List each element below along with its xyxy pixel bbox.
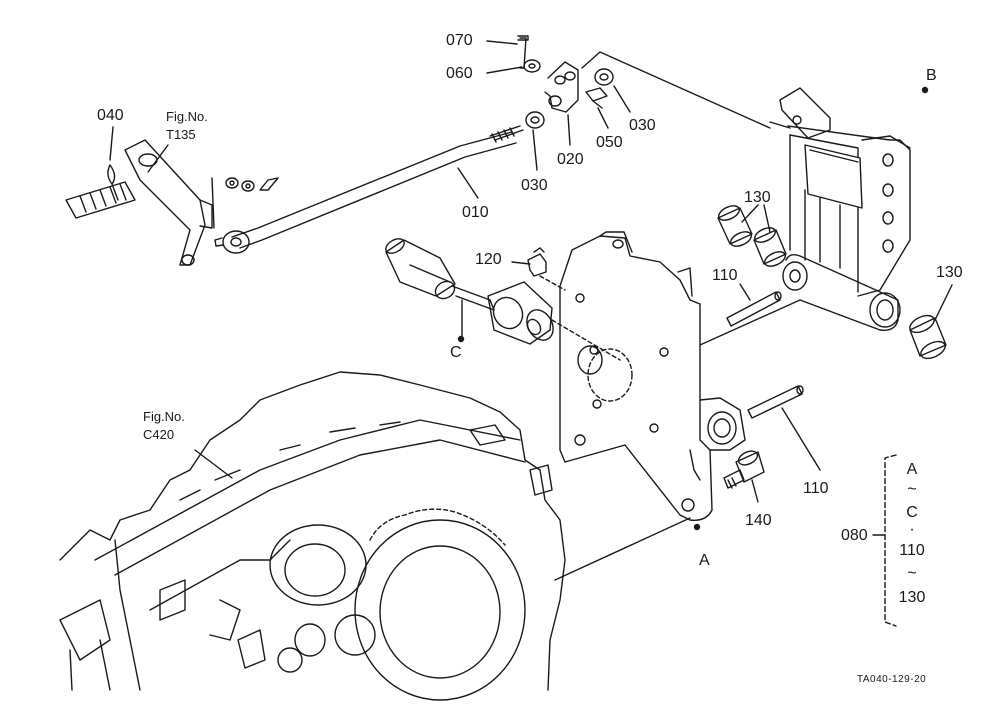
- point-a-marker: [693, 523, 701, 531]
- point-c-marker: [457, 335, 465, 343]
- set-item-110: 110: [899, 542, 925, 559]
- ref-fig-label-2: Fig.No.: [143, 409, 185, 424]
- part-label-140: 140: [745, 512, 772, 529]
- ref-fig-label: Fig.No.: [166, 109, 208, 124]
- leader-050: [597, 107, 609, 129]
- leader-070: [486, 40, 518, 45]
- pins-110: [726, 291, 804, 419]
- leader-120: [511, 261, 531, 265]
- leader-020: [567, 114, 571, 146]
- point-label-a: A: [699, 552, 710, 569]
- leader-housing-to-a: [554, 517, 691, 581]
- part-label-110-upper: 110: [712, 267, 738, 284]
- part-label-030-upper: 030: [629, 117, 656, 134]
- bushings-130: [717, 205, 947, 360]
- pin-c: [385, 238, 554, 345]
- leader-c420: [194, 449, 233, 479]
- leader-110-upper: [739, 283, 751, 301]
- bolt-140: [723, 450, 765, 489]
- set-item-tilde-1: ~: [907, 481, 917, 498]
- part-label-120: 120: [475, 251, 502, 268]
- ref-fig-number-2: C420: [143, 427, 175, 442]
- set-item-a: A: [906, 461, 918, 478]
- part-label-070: 070: [446, 32, 473, 49]
- leader-120-to-plate: [539, 275, 566, 291]
- point-label-c: C: [450, 344, 462, 361]
- set-item-tilde-2: ~: [907, 565, 917, 582]
- leader-030-upper: [613, 85, 631, 113]
- washer-pin-stack: [225, 177, 279, 192]
- grease-fitting-120: [527, 247, 547, 277]
- set-item-dot: ·: [909, 521, 915, 538]
- transmission-housing: [59, 371, 566, 701]
- leader-clevis-to-b: [581, 51, 771, 129]
- ref-fig-number: T135: [166, 127, 196, 142]
- leader-pin-c-to-plate: [551, 319, 621, 361]
- clevis-group: [517, 35, 614, 129]
- point-label-b: B: [926, 67, 937, 84]
- set-item-130: 130: [898, 589, 926, 606]
- leader-plate-to-b: [699, 299, 801, 346]
- lever-assembly: [65, 139, 215, 266]
- mounting-plate: [559, 231, 746, 521]
- rod-010: [214, 125, 524, 254]
- leader-030-lower: [532, 129, 538, 171]
- bracket-b: [769, 87, 911, 331]
- leader-130-left-a: [741, 204, 759, 223]
- leader-010: [457, 167, 479, 199]
- part-label-020: 020: [557, 151, 584, 168]
- leader-130-right: [934, 284, 953, 321]
- leader-040: [109, 126, 114, 161]
- part-label-010: 010: [462, 204, 489, 221]
- leader-060: [486, 66, 523, 74]
- part-label-050: 050: [596, 134, 623, 151]
- set-item-c: C: [906, 504, 918, 521]
- part-label-110-lower: 110: [803, 480, 829, 497]
- part-label-030-lower: 030: [521, 177, 548, 194]
- leader-130-left-b: [763, 204, 771, 233]
- point-b-marker: [921, 86, 929, 94]
- leader-110-lower: [781, 407, 821, 471]
- part-label-040: 040: [97, 107, 124, 124]
- part-label-080: 080: [841, 527, 868, 544]
- drawing-code: TA040-129-20: [857, 674, 927, 685]
- leader-t135: [147, 144, 169, 173]
- part-label-130-left: 130: [744, 189, 771, 206]
- leader-140: [751, 479, 759, 503]
- set-bracket-080: [884, 454, 897, 627]
- part-label-130-right: 130: [936, 264, 963, 281]
- part-label-060: 060: [446, 65, 473, 82]
